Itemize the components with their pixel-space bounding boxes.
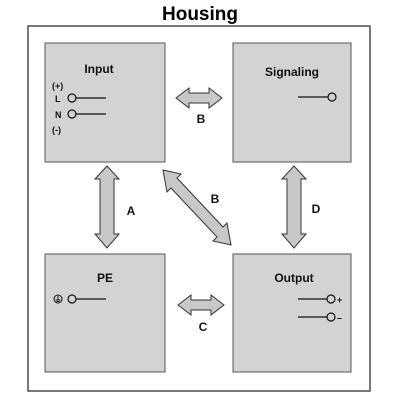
terminal-circle-icon [67, 294, 77, 304]
terminal-circle-icon [327, 92, 337, 102]
protective-earth-icon [53, 294, 63, 304]
signaling-block: Signaling [232, 42, 352, 163]
earth-ring [53, 294, 63, 304]
input-block-label: Input [84, 62, 113, 76]
pe-block-label: PE [97, 271, 113, 285]
double-arrow-icon [177, 293, 225, 317]
output-terminal-minus: – [298, 312, 342, 323]
double-arrow-icon [162, 169, 232, 246]
input-terminal-l [67, 93, 106, 103]
output-block: Output + – [232, 253, 352, 373]
output-terminal-plus: + [298, 294, 342, 305]
input-terminal-l-label: L [55, 94, 61, 104]
connection-label-input-output: B [211, 192, 220, 206]
input-terminal-plus-label: (+) [52, 81, 63, 91]
connection-label-signaling-output: D [312, 202, 321, 216]
terminal-circle-icon [67, 109, 77, 119]
terminal-circle-icon [326, 312, 336, 322]
pe-terminal [67, 294, 106, 304]
signaling-block-box [232, 42, 352, 163]
output-block-label: Output [274, 271, 313, 285]
input-terminal-minus-label: (-) [52, 125, 61, 135]
diagram-title: Housing [162, 4, 238, 25]
connection-label-pe-output: C [199, 320, 208, 334]
connection-label-input-signaling: B [197, 112, 206, 126]
input-terminal-n-label: N [55, 110, 62, 120]
pe-block-box [44, 253, 166, 373]
terminal-circle-icon [326, 294, 336, 304]
signaling-terminal [298, 92, 337, 102]
input-block-box [44, 42, 166, 163]
input-terminal-n [67, 109, 106, 119]
connection-label-input-pe: A [127, 204, 136, 218]
output-terminal-plus-label: + [337, 295, 342, 305]
double-arrow-icon [93, 165, 121, 249]
input-block: Input (+) L N (-) [44, 42, 166, 163]
double-arrow-icon [280, 165, 308, 249]
signaling-block-label: Signaling [265, 65, 319, 79]
double-arrow-icon [175, 86, 223, 110]
terminal-circle-icon [67, 93, 77, 103]
pe-block: PE [44, 253, 166, 373]
output-terminal-minus-label: – [337, 313, 342, 323]
